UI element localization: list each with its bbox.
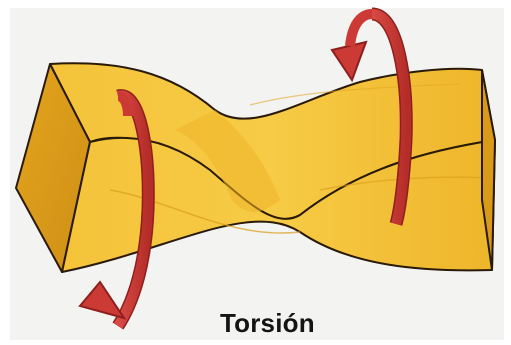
figure-caption: Torsión <box>220 306 340 340</box>
